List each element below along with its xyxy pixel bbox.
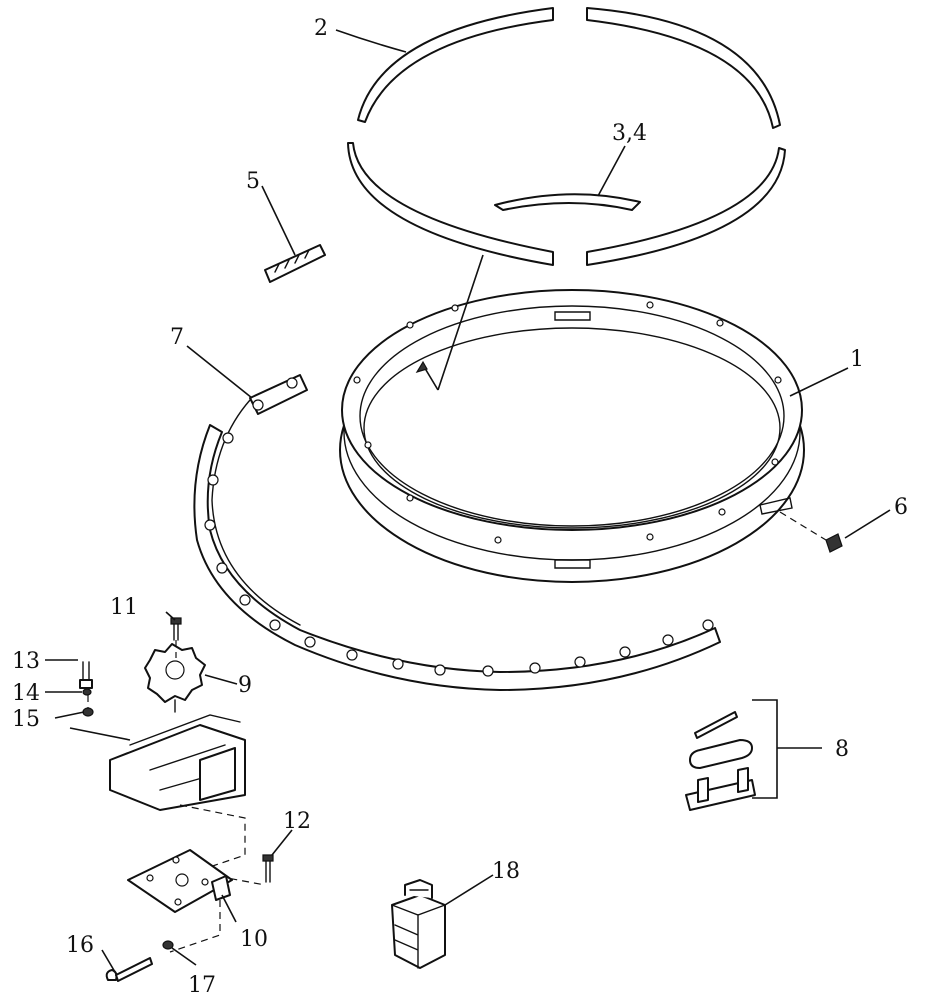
part-16-bolt: [105, 957, 153, 982]
part-2-wear-strip: [347, 7, 786, 266]
callout-18: 18: [492, 859, 520, 884]
callout-12: 12: [283, 809, 311, 834]
part-8-link-kit: [685, 699, 822, 811]
callout-5: 5: [246, 169, 260, 194]
part-7-chain: [193, 374, 721, 691]
part-17-nut: [162, 940, 174, 950]
callout-6: 6: [894, 495, 908, 520]
callout-14: 14: [12, 681, 40, 706]
callout-17: 17: [188, 973, 216, 998]
part-10-plate: [127, 849, 233, 953]
leader-lines: [45, 29, 891, 973]
part-13-14-15-fasteners: [79, 661, 94, 717]
callout-15: 15: [12, 707, 40, 732]
tensioner-frame: [109, 714, 266, 886]
callout-13: 13: [12, 649, 40, 674]
assembly-arrow: [415, 254, 484, 391]
callout-7: 7: [170, 325, 184, 350]
part-1-ring-frame: [339, 289, 805, 583]
callout-1: 1: [850, 347, 864, 372]
part-9-sprocket: [144, 643, 206, 713]
part-6-plug: [779, 511, 843, 553]
callout-3-4: 3,4: [612, 121, 647, 146]
callout-2: 2: [314, 16, 328, 41]
callout-11: 11: [110, 595, 138, 620]
part-3-4-insert: [494, 193, 641, 211]
callout-10: 10: [240, 927, 268, 952]
part-5-segment: [264, 244, 326, 283]
part-18-motor: [391, 879, 446, 969]
callout-8: 8: [835, 737, 849, 762]
callout-16: 16: [66, 933, 94, 958]
callout-labels: 2 3,4 5 1 6 7 8 9 10 11 12 13 14 15 16 1…: [12, 16, 908, 998]
callout-9: 9: [238, 673, 252, 698]
part-12-screw: [262, 854, 274, 883]
